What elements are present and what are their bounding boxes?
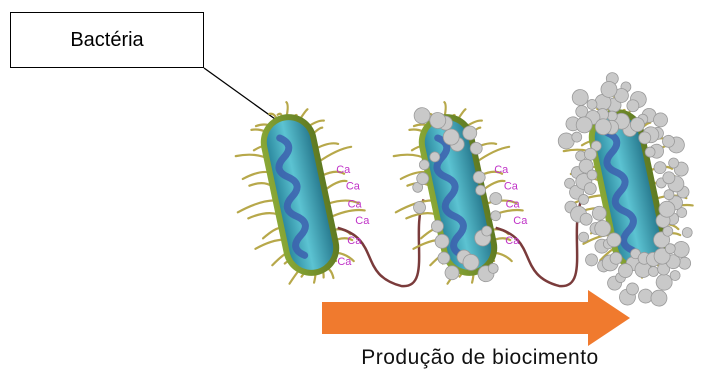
calcium-ion-label: Ca bbox=[346, 180, 361, 192]
calcium-ion-label: Ca bbox=[494, 164, 509, 176]
process-caption: Produção de biocimento bbox=[300, 346, 660, 370]
calcite-crystal bbox=[681, 227, 693, 239]
calcite-crystal bbox=[489, 191, 503, 205]
bacterium-stage-3 bbox=[539, 61, 704, 321]
pilus bbox=[237, 200, 276, 213]
pilus bbox=[324, 180, 347, 189]
calcium-ion-label: Ca bbox=[348, 198, 363, 210]
bacterium-stage-1: CaCaCaCaCaCa bbox=[218, 78, 441, 317]
label-leader-line bbox=[204, 68, 282, 124]
pilus bbox=[249, 181, 272, 191]
process-arrow bbox=[322, 290, 630, 346]
calcium-ion-label: Ca bbox=[506, 198, 521, 210]
calcium-ion-label: Ca bbox=[355, 215, 370, 227]
bacteria-label-box: Bactéria bbox=[10, 12, 204, 68]
pilus bbox=[248, 211, 278, 221]
pilus bbox=[316, 147, 353, 163]
pilus bbox=[242, 170, 270, 179]
calcium-ion-label: Ca bbox=[336, 164, 351, 176]
bacterium-stage-2: CaCaCaCaCa bbox=[376, 78, 599, 317]
calcium-ion-label: Ca bbox=[513, 215, 528, 227]
calcium-ion-label: Ca bbox=[505, 235, 520, 247]
calcite-crystal bbox=[649, 289, 668, 308]
calcium-ion-label: Ca bbox=[337, 256, 352, 268]
calcium-ion-label: Ca bbox=[504, 180, 519, 192]
bacteria-label: Bactéria bbox=[70, 29, 143, 52]
calcium-ion-label: Ca bbox=[347, 235, 362, 247]
calcite-crystal bbox=[584, 253, 598, 267]
pilus bbox=[482, 180, 505, 189]
